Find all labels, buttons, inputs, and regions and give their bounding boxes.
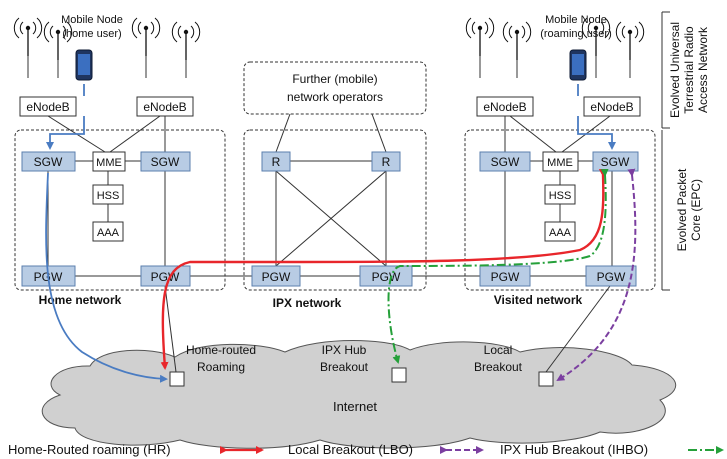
mme-home (92, 151, 126, 172)
mme-home-label: MME (96, 157, 122, 169)
legend-hr-label: Home-Routed roaming (HR) (8, 442, 171, 457)
further-operators-area (243, 61, 427, 115)
ipx-network-label: IPX network (273, 296, 342, 310)
antenna-icon (131, 17, 161, 57)
further-operators-label-2: network operators (287, 90, 383, 104)
router-ipx-2-label: R (382, 155, 391, 169)
local-breakout-label-1: Local (484, 343, 513, 357)
antenna-icon (615, 21, 645, 61)
internet-label: Internet (333, 399, 377, 414)
mobile-home-label-1: Mobile Node (61, 14, 123, 26)
enodeb-visited-2-label: eNodeB (590, 100, 633, 114)
hss-visited-label: HSS (549, 190, 572, 202)
mobile-roaming-label-1: Mobile Node (545, 14, 607, 26)
mobile-roaming-label-2: (roaming user) (540, 28, 612, 40)
home-network-label: Home network (39, 293, 122, 307)
enodeb-visited-2 (583, 96, 641, 117)
visited-network-label: Visited network (494, 293, 583, 307)
epc-label-2: Core (EPC) (689, 179, 703, 241)
sgw-visited-1-label: SGW (491, 155, 520, 169)
sgw-visited-2-label: SGW (601, 155, 630, 169)
antenna-icon (171, 21, 201, 61)
legend-lbo-label: Local Breakout (LBO) (288, 442, 413, 457)
mme-visited-label: MME (547, 157, 573, 169)
eutran-label-1: Evolved Universal (668, 22, 682, 118)
aaa-home (92, 221, 124, 242)
sgw-home-1-label: SGW (34, 155, 63, 169)
pgw-ipx-2-label: PGW (372, 270, 401, 284)
legend-ihbo-label: IPX Hub Breakout (IHBO) (500, 442, 648, 457)
home-routed-label-2: Roaming (197, 360, 245, 374)
home-user-internet-path (45, 172, 168, 383)
enodeb-home-1-label: eNodeB (26, 100, 69, 114)
sgw-home-2-label: SGW (151, 155, 180, 169)
smartphone-icon (569, 49, 587, 81)
enodeb-visited-1-label: eNodeB (483, 100, 526, 114)
aaa-visited-label: AAA (549, 227, 572, 239)
mobile-home-label-2: (home user) (62, 28, 121, 40)
eutran-label-2: Terrestrial Radio (682, 26, 696, 114)
enodeb-home-1 (19, 96, 77, 117)
hss-home-label: HSS (97, 190, 120, 202)
pgw-ipx-1-label: PGW (262, 270, 291, 284)
internet-access-point-hr (169, 371, 185, 387)
antenna-icon (13, 17, 43, 57)
internet-access-point-ihbo (391, 367, 407, 383)
epc-label-1: Evolved Packet (675, 168, 689, 251)
region-brackets (661, 11, 670, 291)
ipx-hub-label-1: IPX Hub (322, 343, 367, 357)
aaa-home-label: AAA (97, 227, 120, 239)
ipx-hub-label-2: Breakout (320, 360, 369, 374)
legend: Home-Routed roaming (HR) Local Breakout … (8, 442, 724, 457)
enodeb-home-2-label: eNodeB (143, 100, 186, 114)
eutran-label-3: Access Network (696, 26, 710, 113)
pgw-visited-2-label: PGW (597, 270, 626, 284)
pgw-home-2-label: PGW (151, 270, 180, 284)
hss-home (92, 184, 124, 205)
router-ipx-1-label: R (272, 155, 281, 169)
pgw-visited-1-label: PGW (491, 270, 520, 284)
local-breakout-path (556, 168, 637, 382)
antenna-icon (502, 21, 532, 61)
sgw-home-1 (21, 151, 76, 172)
further-operators-label-1: Further (mobile) (292, 72, 377, 86)
internet-access-point-lbo (538, 371, 554, 387)
enodeb-visited-1 (476, 96, 534, 117)
antenna-icon (465, 17, 495, 57)
access-arrow-roaming-sgw (577, 116, 616, 150)
local-breakout-label-2: Breakout (474, 360, 523, 374)
home-routed-label-1: Home-routed (186, 343, 256, 357)
smartphone-icon (75, 49, 93, 81)
access-arrow-home-sgw (46, 116, 85, 150)
enodeb-home-2 (136, 96, 194, 117)
